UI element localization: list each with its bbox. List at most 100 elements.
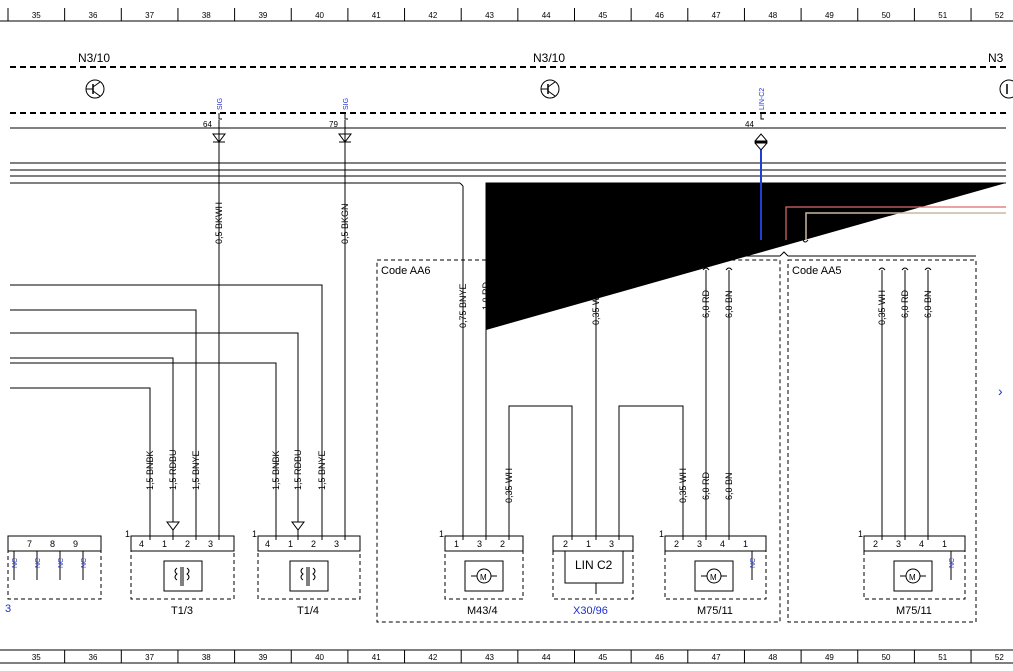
bus-lines bbox=[10, 127, 1006, 330]
pin-label: 2 bbox=[500, 539, 505, 549]
wire-label: 0,35 WH bbox=[877, 290, 887, 325]
wire-label: 1,5 BNBK bbox=[145, 450, 155, 490]
column-number: 37 bbox=[145, 11, 154, 20]
column-number: 41 bbox=[372, 11, 381, 20]
coil-icon bbox=[174, 567, 190, 586]
column-number: 44 bbox=[542, 11, 551, 20]
component-label-t14: T1/4 bbox=[297, 605, 319, 617]
column-number: 45 bbox=[598, 653, 607, 662]
pin-label: 3 bbox=[477, 539, 482, 549]
wire-label: 0,75 BNYE bbox=[458, 283, 468, 328]
motor-icon: M bbox=[900, 568, 926, 584]
sig1-label: SIG bbox=[217, 98, 224, 110]
tan-wire bbox=[805, 212, 1006, 240]
motor-symbol: M bbox=[909, 573, 916, 582]
column-number: 51 bbox=[938, 11, 947, 20]
code-aa6-label: Code AA6 bbox=[381, 265, 431, 277]
column-number: 37 bbox=[145, 653, 154, 662]
pin-label: 9 bbox=[73, 539, 78, 549]
column-number: 36 bbox=[89, 11, 98, 20]
component-x30-96[interactable]: 2 1 3 LIN C2 X30/96 bbox=[552, 535, 634, 617]
pin-label: 4 bbox=[720, 539, 725, 549]
wire-label: 0,35 WH bbox=[504, 468, 514, 503]
module-label-right: N3 bbox=[988, 51, 1004, 65]
column-number: 39 bbox=[258, 11, 267, 20]
transistor-icon bbox=[999, 79, 1013, 99]
lin-pin: 44 bbox=[745, 120, 754, 129]
pin-label: 3 bbox=[896, 539, 901, 549]
motor-icon: M bbox=[471, 568, 497, 584]
left-connector: 7 8 9 NC NC NC NC 3 bbox=[5, 535, 102, 615]
component-label-m75a: M75/11 bbox=[697, 605, 733, 617]
sig2-label: SIG bbox=[343, 98, 350, 110]
motor-symbol: M bbox=[480, 573, 487, 582]
sig2-wire: 0,5 BKGN bbox=[340, 203, 350, 244]
component-m75-11-aa6[interactable]: 1 2 3 4 1 NC M M75/11 bbox=[659, 529, 767, 617]
pin-label: 4 bbox=[139, 539, 144, 549]
nc-label: NC bbox=[35, 558, 42, 568]
code-aa5-label: Code AA5 bbox=[792, 265, 842, 277]
wire-label: 6,0 BN bbox=[923, 290, 933, 318]
column-number: 43 bbox=[485, 11, 494, 20]
partial-label: 3 bbox=[5, 603, 11, 615]
column-number: 40 bbox=[315, 653, 324, 662]
column-number: 48 bbox=[768, 11, 777, 20]
component-label-m43: M43/4 bbox=[467, 605, 498, 617]
pin-label: 3 bbox=[208, 539, 213, 549]
component-label-m75b: M75/11 bbox=[896, 605, 932, 617]
component-m43-4[interactable]: 1 1 3 2 M M43/4 bbox=[439, 529, 524, 617]
column-number: 47 bbox=[712, 653, 721, 662]
wire-label: 6,0 RD bbox=[900, 289, 910, 318]
pin-label: 2 bbox=[185, 539, 190, 549]
coil-icon bbox=[300, 567, 316, 586]
wire-label: 6,0 BN bbox=[724, 290, 734, 318]
component-t13[interactable]: 1 4 1 2 3 T1/3 bbox=[125, 529, 235, 617]
column-number: 47 bbox=[712, 11, 721, 20]
column-number: 43 bbox=[485, 653, 494, 662]
sig2-pin: 79 bbox=[329, 120, 338, 129]
pin-label: 2 bbox=[563, 539, 568, 549]
pin-label: 1 bbox=[252, 529, 257, 539]
pin-label: 1 bbox=[454, 539, 459, 549]
pin-label: 1 bbox=[942, 539, 947, 549]
column-number: 42 bbox=[428, 653, 437, 662]
pin-label: 1 bbox=[162, 539, 167, 549]
aa6-wires bbox=[462, 267, 733, 540]
pin-label: 3 bbox=[609, 539, 614, 549]
component-t14[interactable]: 1 4 1 2 3 T1/4 bbox=[252, 529, 361, 617]
column-number: 39 bbox=[258, 653, 267, 662]
pin-label: 1 bbox=[586, 539, 591, 549]
column-number: 36 bbox=[89, 653, 98, 662]
column-number: 46 bbox=[655, 11, 664, 20]
next-page-arrow[interactable]: › bbox=[998, 383, 1003, 399]
component-label-x30-96[interactable]: X30/96 bbox=[573, 605, 608, 617]
pin-label: 7 bbox=[27, 539, 32, 549]
sig1-wire: 0,5 BKWH bbox=[214, 202, 224, 244]
nc-label: NC bbox=[949, 558, 956, 568]
column-number: 35 bbox=[32, 11, 41, 20]
red-wire bbox=[785, 206, 1006, 240]
pin-label: 2 bbox=[873, 539, 878, 549]
pin-label: 4 bbox=[265, 539, 270, 549]
column-number: 42 bbox=[428, 11, 437, 20]
pin-label: 3 bbox=[334, 539, 339, 549]
nc-label: NC bbox=[58, 558, 65, 568]
nc-label: NC bbox=[81, 558, 88, 568]
wire-label: 0,35 WH bbox=[678, 468, 688, 503]
column-number: 44 bbox=[542, 653, 551, 662]
wire-label: 1,5 BNYE bbox=[317, 450, 327, 490]
component-m75-11-aa5[interactable]: 1 2 3 4 1 NC M M75/11 bbox=[858, 529, 966, 617]
wire-label: 6,0 BN bbox=[724, 472, 734, 500]
module-label-left: N3/10 bbox=[78, 51, 110, 65]
column-number: 49 bbox=[825, 11, 834, 20]
aa5-wires bbox=[878, 267, 932, 540]
transistor-icon bbox=[540, 79, 560, 99]
column-number: 49 bbox=[825, 653, 834, 662]
pin-label: 1 bbox=[743, 539, 748, 549]
column-number: 52 bbox=[995, 653, 1004, 662]
pin-label: 1 bbox=[125, 529, 130, 539]
pin-label: 1 bbox=[858, 529, 863, 539]
